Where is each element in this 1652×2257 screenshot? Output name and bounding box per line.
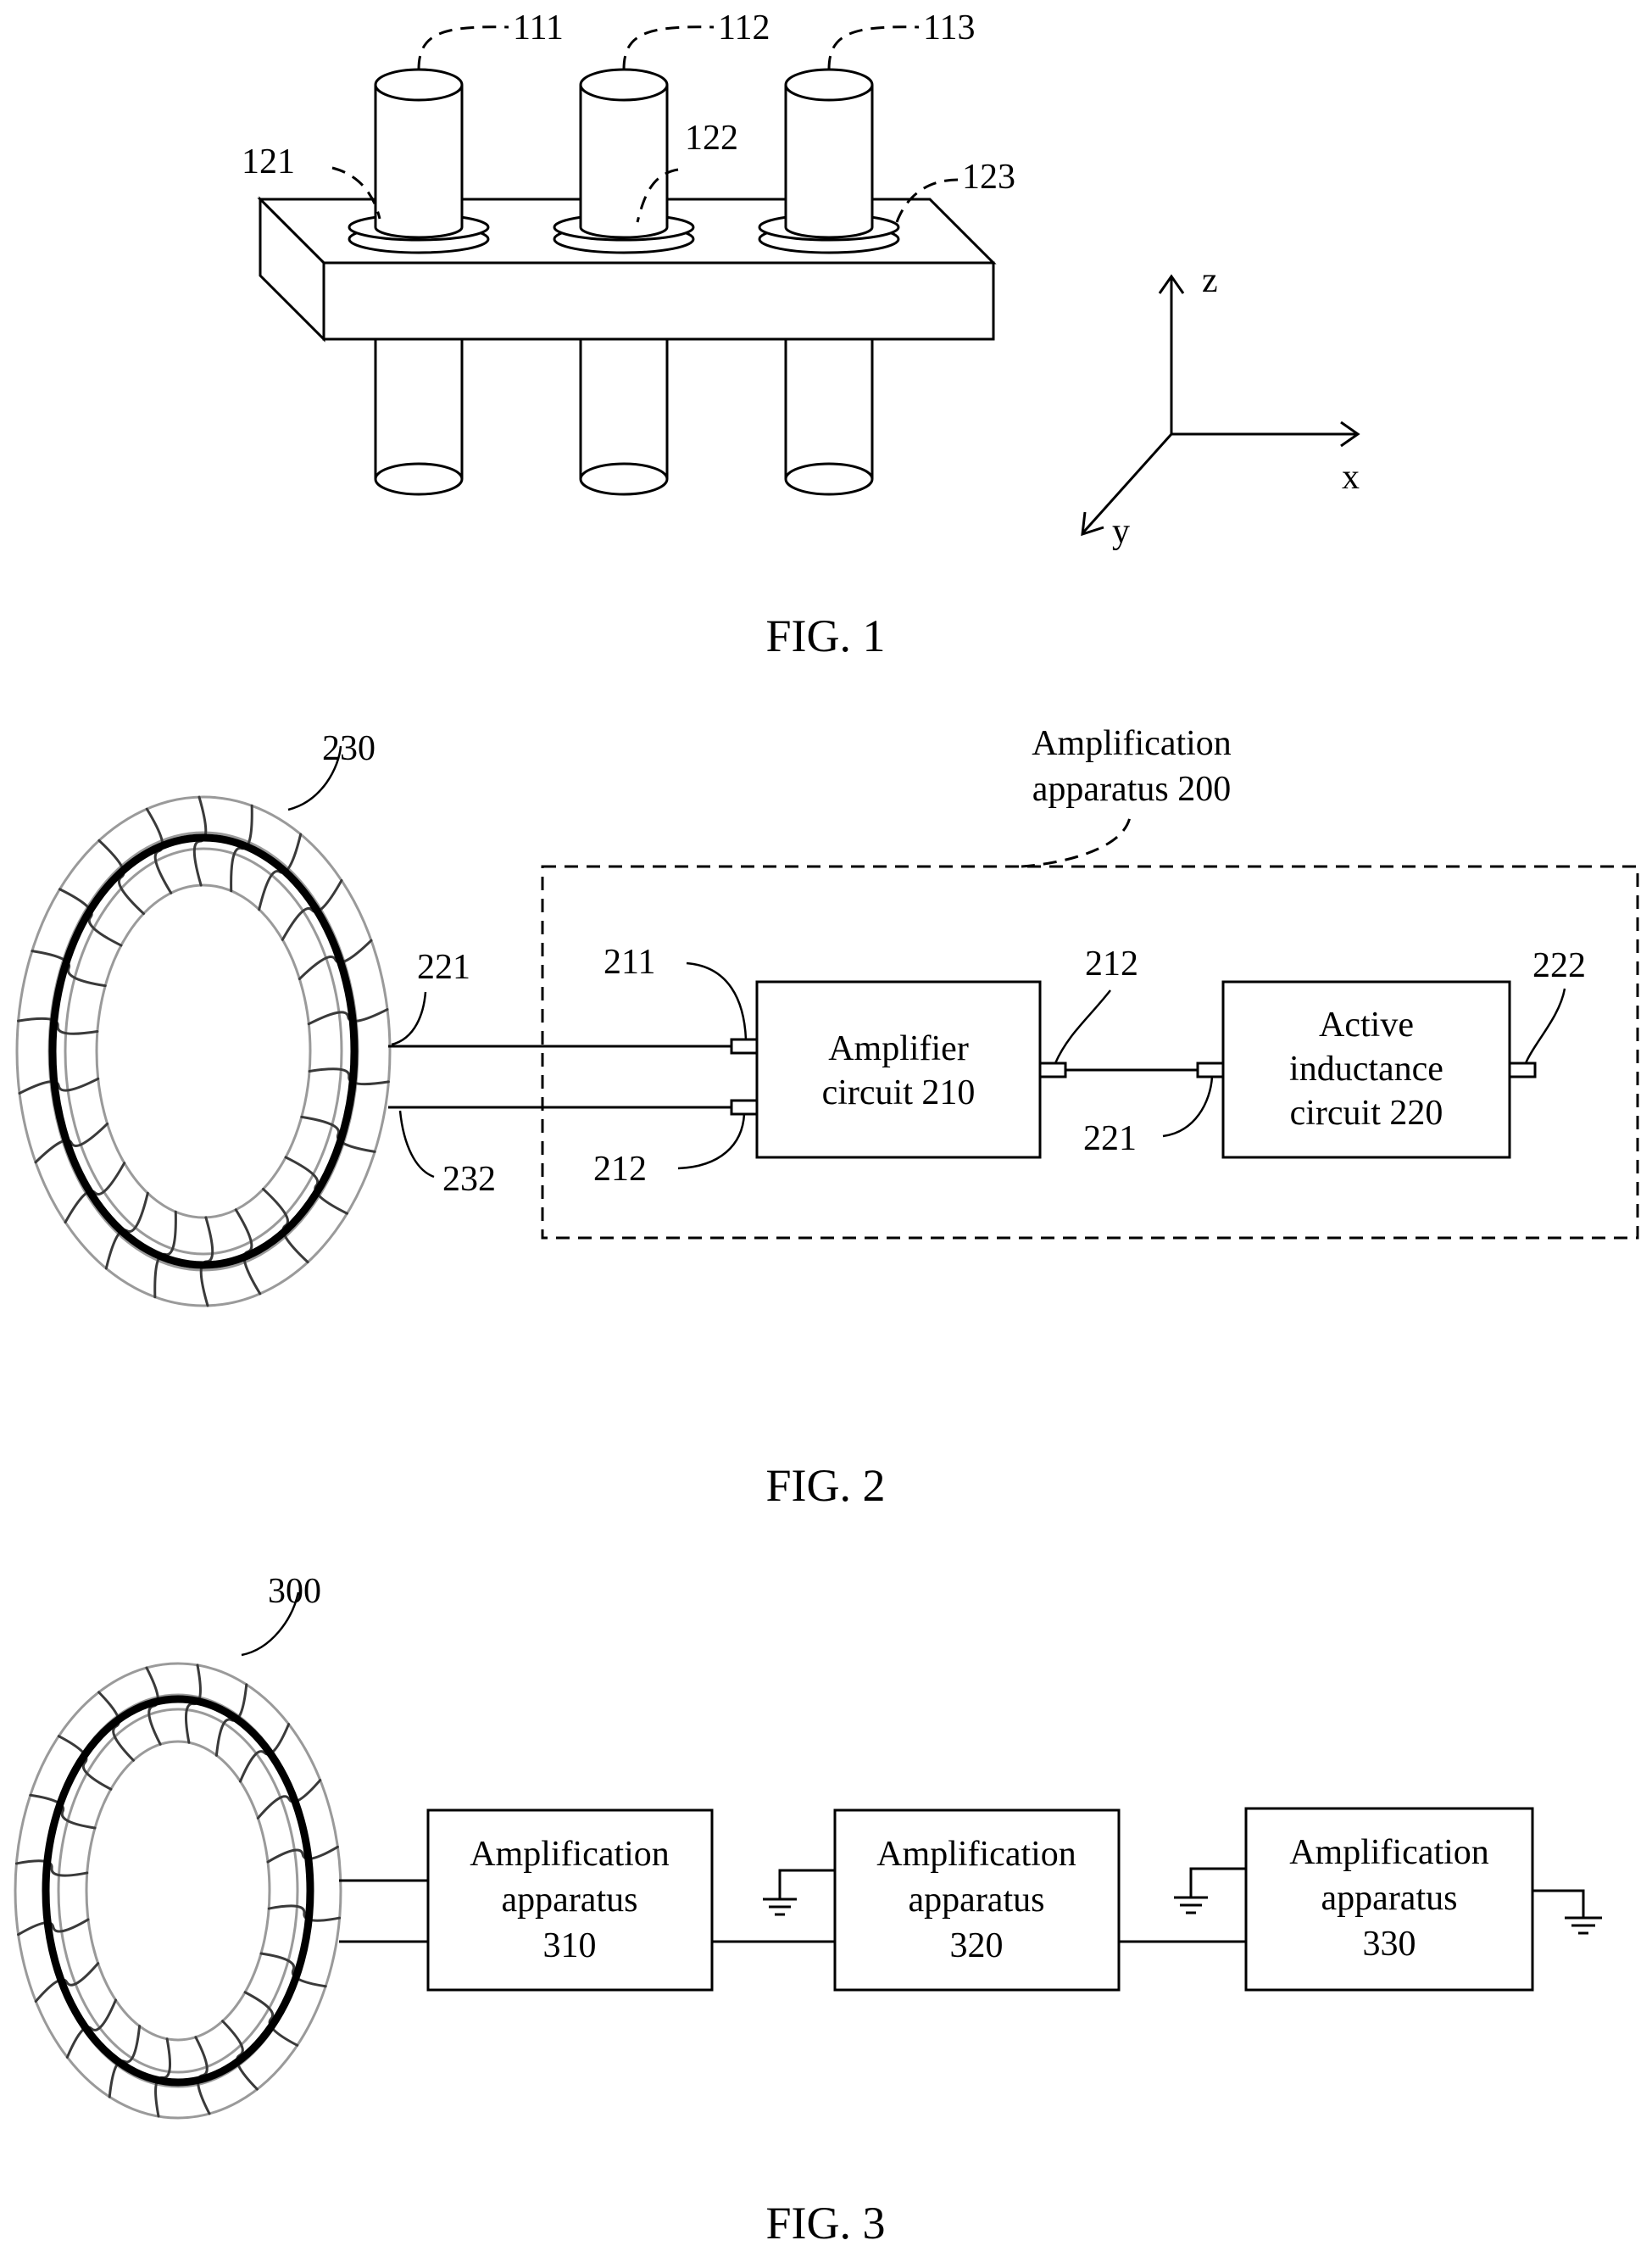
inductance-line3: circuit 220 <box>1290 1094 1443 1133</box>
label-123: 123 <box>962 158 1015 197</box>
leader-221-lead <box>392 992 426 1045</box>
terminal-212-in <box>731 1101 757 1114</box>
box320-line3: 320 <box>950 1926 1004 1965</box>
box310-line3: 310 <box>543 1926 597 1965</box>
apparatus-200-label-line2: apparatus 200 <box>1032 770 1231 809</box>
apparatus-200-label-line1: Amplification <box>1032 724 1232 763</box>
leader-222 <box>1526 989 1565 1063</box>
label-121: 121 <box>242 142 295 181</box>
winding-mark <box>269 1906 339 1920</box>
axis-y-label: y <box>1112 512 1130 551</box>
label-232: 232 <box>442 1160 496 1199</box>
label-221-lead: 221 <box>417 948 470 987</box>
toroid-300 <box>15 1663 341 2118</box>
fig1-caption: FIG. 1 <box>765 610 885 661</box>
amplifier-line1: Amplifier <box>828 1029 969 1068</box>
terminal-222 <box>1510 1063 1535 1077</box>
coordinate-axes <box>1082 276 1358 534</box>
fig3-drawing: 300 Amplification apparatus 310 Amplific… <box>15 1572 1602 2249</box>
inductance-line1: Active <box>1319 1006 1414 1045</box>
leader-211 <box>687 963 746 1039</box>
label-230: 230 <box>322 729 375 768</box>
label-111: 111 <box>513 8 564 47</box>
leader-232 <box>400 1111 434 1177</box>
label-113: 113 <box>923 8 975 47</box>
leader-212-out <box>1055 990 1110 1063</box>
box330-line3: 330 <box>1363 1925 1416 1964</box>
terminal-211 <box>731 1039 757 1053</box>
fig1-drawing: 111 112 113 121 122 123 z x y FIG. 1 <box>242 8 1360 661</box>
terminal-221 <box>1198 1063 1223 1077</box>
pillar-upper-parts <box>375 70 872 237</box>
ground-symbol-output <box>1532 1891 1602 1933</box>
box330-line2: apparatus <box>1321 1879 1458 1918</box>
inductance-line2: inductance <box>1289 1050 1443 1089</box>
label-221: 221 <box>1083 1119 1137 1158</box>
toroid-300-windings <box>16 1665 339 2116</box>
fig2-caption: FIG. 2 <box>765 1460 885 1511</box>
label-222: 222 <box>1532 946 1586 985</box>
winding-mark <box>268 1847 337 1862</box>
winding-mark <box>19 1920 88 1935</box>
ground-symbol-320 <box>763 1870 835 1914</box>
pillar-lower-parts <box>375 339 872 494</box>
box330-line1: Amplification <box>1289 1833 1489 1872</box>
ground-symbol-330 <box>1174 1869 1246 1913</box>
fig2-drawing: 230 221 232 Amplification apparatus 200 … <box>17 724 1638 1511</box>
axis-z-label: z <box>1202 261 1218 300</box>
box320-line2: apparatus <box>909 1881 1045 1920</box>
label-211: 211 <box>604 943 655 982</box>
terminal-212-out <box>1040 1063 1065 1077</box>
amplifier-circuit-210 <box>757 982 1040 1157</box>
box310-line1: Amplification <box>470 1835 670 1874</box>
box310-line2: apparatus <box>502 1881 638 1920</box>
toroid-230 <box>17 797 390 1306</box>
leader-221 <box>1163 1077 1212 1136</box>
label-212-in: 212 <box>593 1150 647 1189</box>
leader-212-in <box>678 1114 744 1168</box>
label-212-out: 212 <box>1085 945 1138 984</box>
label-122: 122 <box>685 119 738 158</box>
axis-x-label: x <box>1342 458 1360 497</box>
label-112: 112 <box>718 8 770 47</box>
box320-line1: Amplification <box>876 1835 1076 1874</box>
leader-200 <box>1021 817 1130 867</box>
fig3-caption: FIG. 3 <box>765 2198 885 2249</box>
winding-mark <box>16 1861 86 1875</box>
amplifier-line2: circuit 210 <box>822 1073 976 1112</box>
toroid-230-windings <box>19 797 389 1306</box>
